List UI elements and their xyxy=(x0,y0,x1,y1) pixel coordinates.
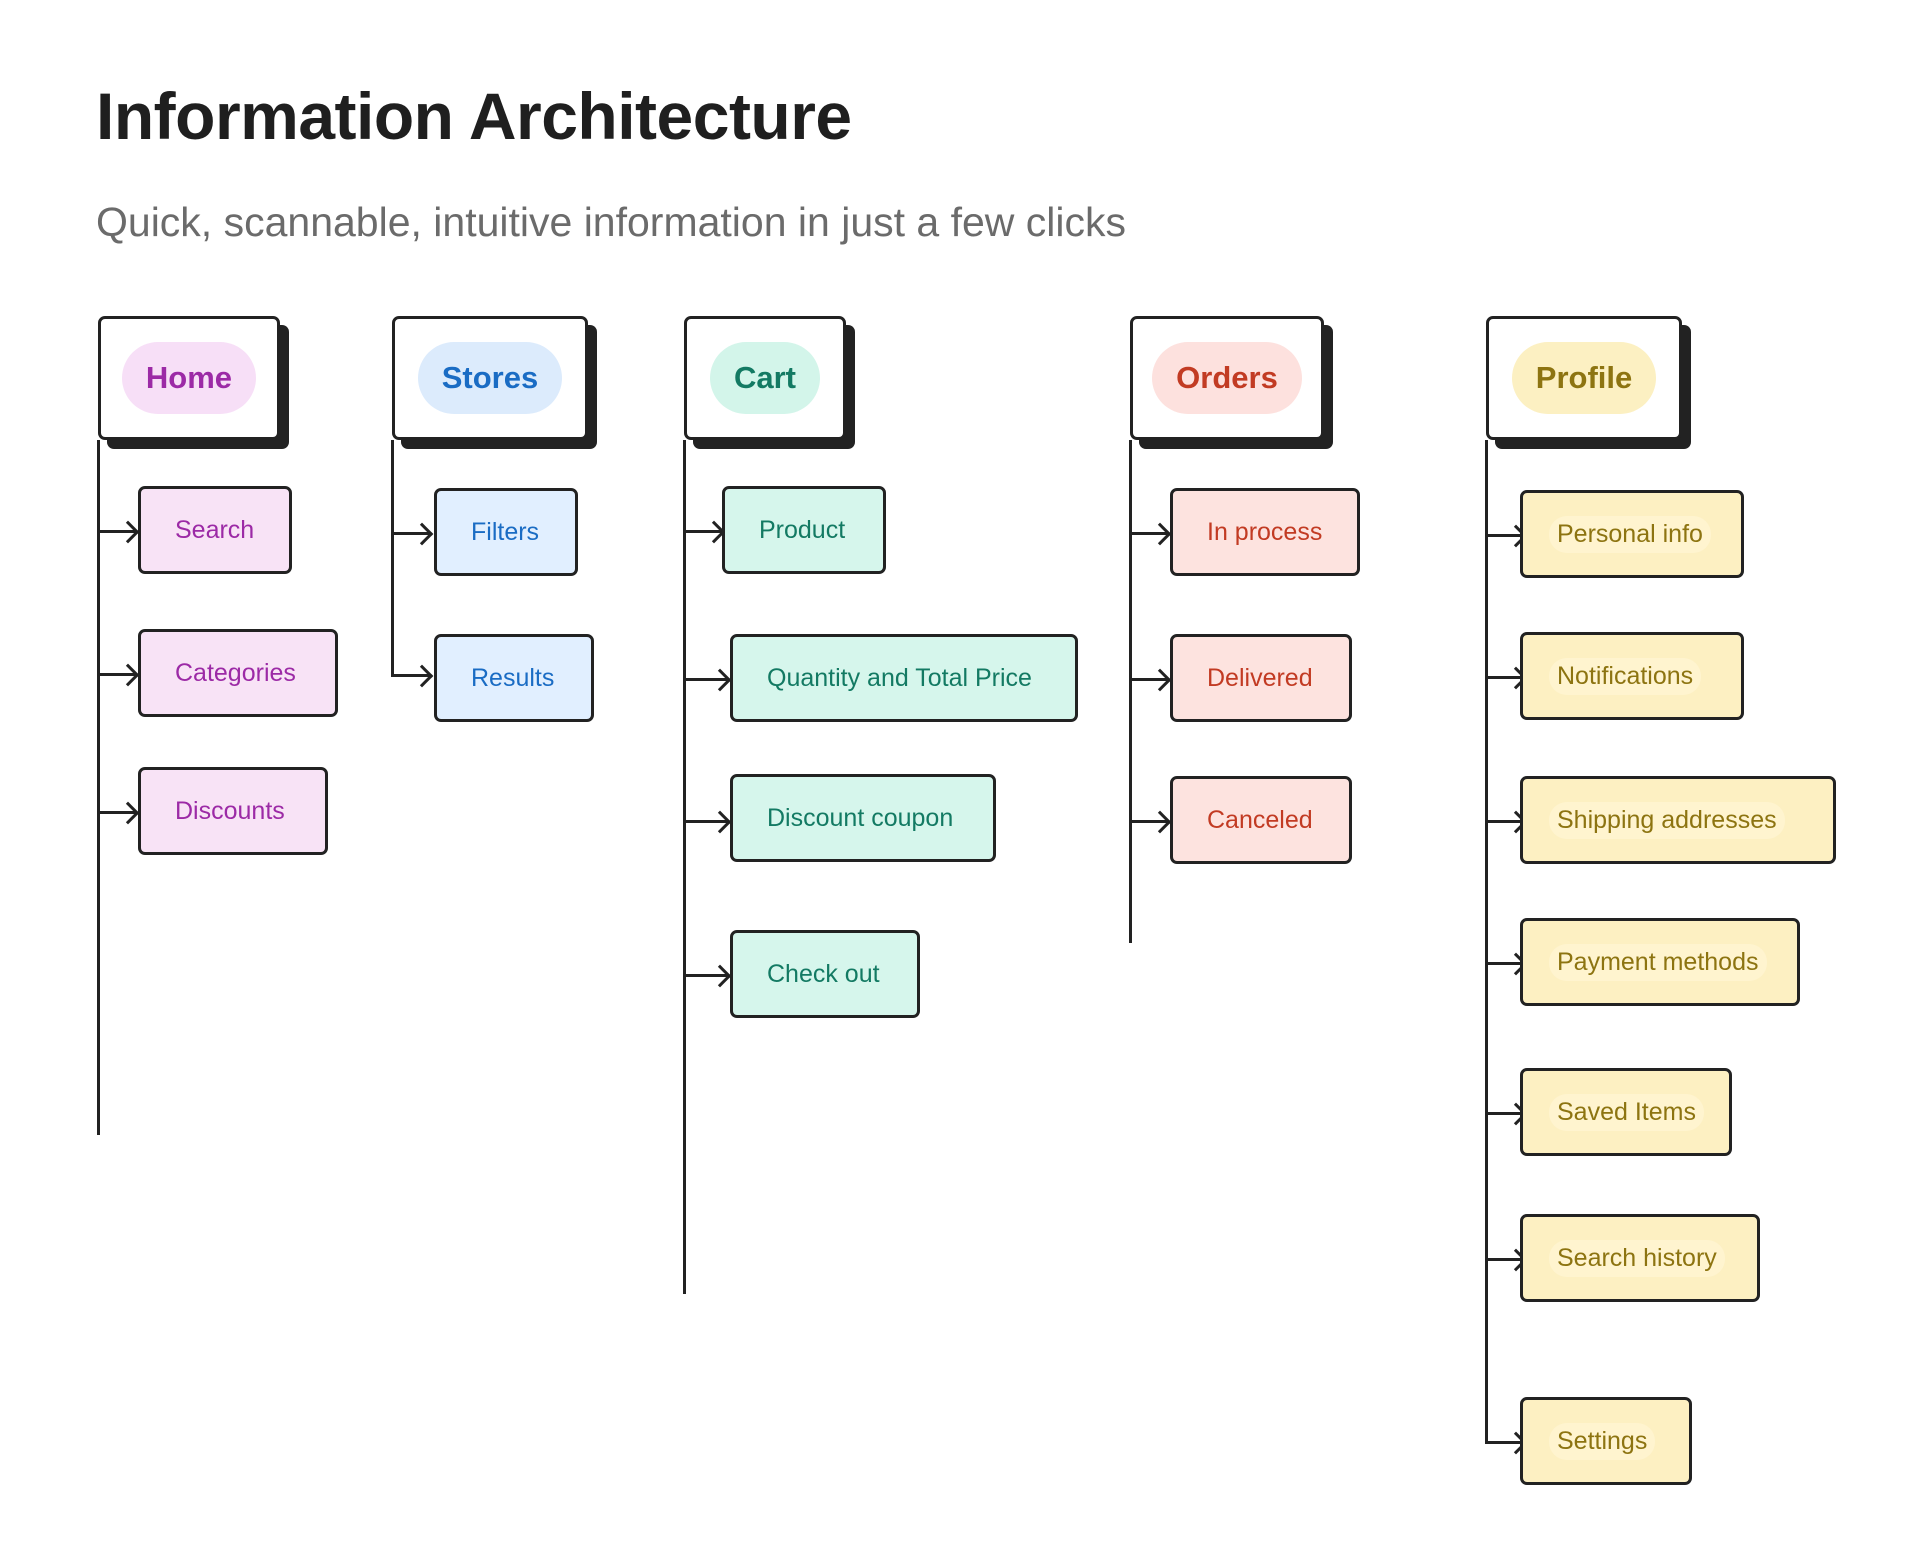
connector-spine xyxy=(1485,440,1488,1444)
connector-branch xyxy=(684,974,728,977)
connector-spine xyxy=(97,440,100,1135)
connector-branch xyxy=(1486,676,1524,679)
connector-branch xyxy=(1486,1441,1524,1444)
connector-branch xyxy=(1486,534,1524,537)
arrow-icon xyxy=(410,664,434,688)
child-node-profile-3[interactable]: Payment methods xyxy=(1520,918,1800,1006)
child-node-cart-0[interactable]: Product xyxy=(722,486,886,574)
child-node-stores-0[interactable]: Filters xyxy=(434,488,578,576)
connector-branch xyxy=(1130,678,1168,681)
child-node-profile-6[interactable]: Settings xyxy=(1520,1397,1692,1485)
child-node-cart-1[interactable]: Quantity and Total Price xyxy=(730,634,1078,722)
child-node-orders-2[interactable]: Canceled xyxy=(1170,776,1352,864)
root-node-cart[interactable]: Cart xyxy=(684,316,846,440)
child-label: Saved Items xyxy=(1549,1093,1704,1131)
connector-spine xyxy=(683,440,686,1294)
arrow-icon xyxy=(708,810,732,834)
connector-branch xyxy=(1130,820,1168,823)
connector-branch xyxy=(1486,1112,1524,1115)
root-label-profile: Profile xyxy=(1511,342,1657,414)
arrow-icon xyxy=(116,663,140,687)
child-node-profile-4[interactable]: Saved Items xyxy=(1520,1068,1732,1156)
connector-branch xyxy=(1486,962,1524,965)
page-title: Information Architecture xyxy=(96,79,852,153)
child-label: Shipping addresses xyxy=(1549,801,1785,839)
connector-branch xyxy=(392,674,430,677)
root-node-stores[interactable]: Stores xyxy=(392,316,588,440)
connector-branch xyxy=(684,530,722,533)
root-node-home[interactable]: Home xyxy=(98,316,280,440)
child-node-home-1[interactable]: Categories xyxy=(138,629,338,717)
root-label-orders: Orders xyxy=(1152,342,1302,414)
child-node-profile-2[interactable]: Shipping addresses xyxy=(1520,776,1836,864)
connector-branch xyxy=(684,678,728,681)
root-node-orders[interactable]: Orders xyxy=(1130,316,1324,440)
arrow-icon xyxy=(708,668,732,692)
connector-branch xyxy=(1130,532,1168,535)
child-label: Search history xyxy=(1549,1239,1725,1277)
arrow-icon xyxy=(708,964,732,988)
connector-spine xyxy=(1129,440,1132,943)
root-label-stores: Stores xyxy=(417,342,563,414)
child-node-profile-1[interactable]: Notifications xyxy=(1520,632,1744,720)
child-node-profile-0[interactable]: Personal info xyxy=(1520,490,1744,578)
child-node-orders-1[interactable]: Delivered xyxy=(1170,634,1352,722)
child-node-home-2[interactable]: Discounts xyxy=(138,767,328,855)
arrow-icon xyxy=(116,801,140,825)
child-node-stores-1[interactable]: Results xyxy=(434,634,594,722)
child-label: Personal info xyxy=(1549,515,1711,553)
arrow-icon xyxy=(1148,522,1172,546)
connector-branch xyxy=(98,530,136,533)
arrow-icon xyxy=(1148,668,1172,692)
root-label-cart: Cart xyxy=(709,342,820,414)
root-label-home: Home xyxy=(121,342,257,414)
root-node-profile[interactable]: Profile xyxy=(1486,316,1682,440)
child-node-profile-5[interactable]: Search history xyxy=(1520,1214,1760,1302)
connector-branch xyxy=(1486,820,1524,823)
connector-branch xyxy=(1486,1258,1524,1261)
connector-branch xyxy=(392,532,430,535)
connector-spine xyxy=(391,440,394,677)
arrow-icon xyxy=(116,520,140,544)
child-label: Notifications xyxy=(1549,657,1702,695)
connector-branch xyxy=(684,820,728,823)
child-node-home-0[interactable]: Search xyxy=(138,486,292,574)
child-label: Payment methods xyxy=(1549,943,1767,981)
connector-branch xyxy=(98,673,136,676)
child-node-cart-2[interactable]: Discount coupon xyxy=(730,774,996,862)
child-label: Settings xyxy=(1549,1422,1656,1460)
arrow-icon xyxy=(410,522,434,546)
connector-branch xyxy=(98,811,136,814)
arrow-icon xyxy=(1148,810,1172,834)
child-node-orders-0[interactable]: In process xyxy=(1170,488,1360,576)
page-subtitle: Quick, scannable, intuitive information … xyxy=(96,199,1127,245)
child-node-cart-3[interactable]: Check out xyxy=(730,930,920,1018)
